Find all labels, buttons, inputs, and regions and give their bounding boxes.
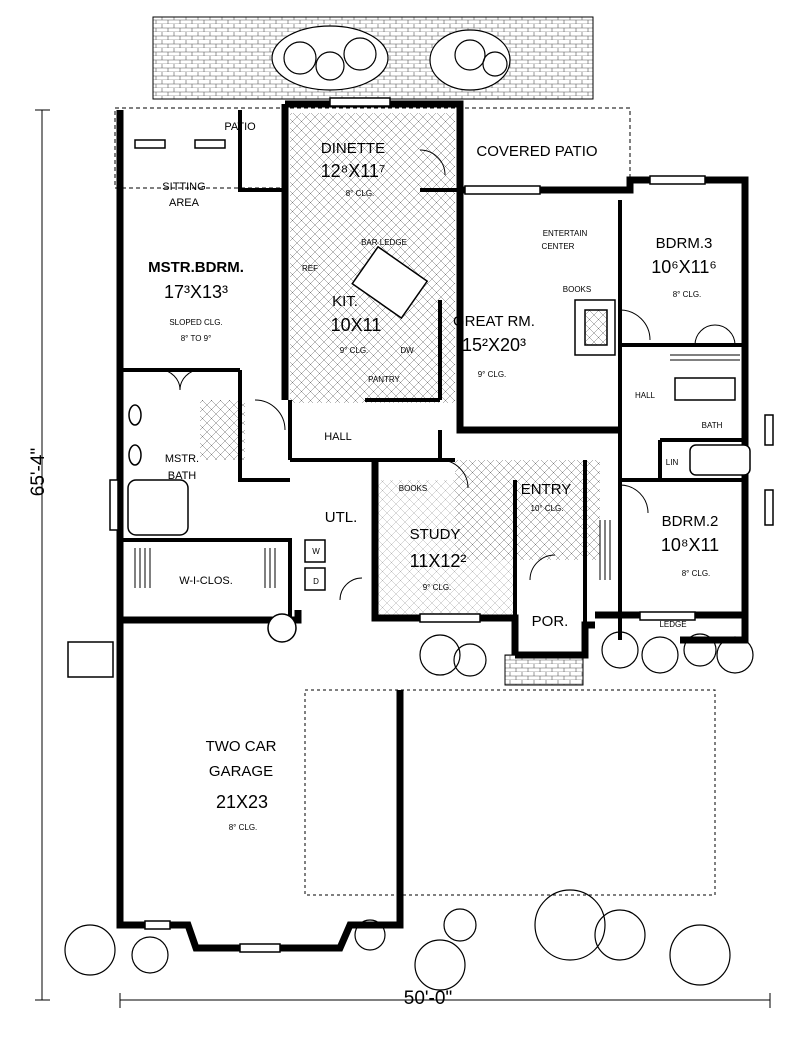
mstr-bath-tile [200,400,245,460]
washer-label: W [312,547,320,556]
lin-label: LIN [666,458,679,467]
windows [109,97,774,953]
washer [304,539,326,563]
bath-vanity [674,377,736,401]
ref-label: REF [302,264,318,273]
shrub-icon [271,25,511,91]
depth-dimension: 65'-4" [28,448,49,496]
dryer [304,567,326,591]
great-rm-size: 15²X20³ [462,335,526,355]
bar-ledge-label: BAR LEDGE [361,238,407,247]
toilet-icon [128,404,142,426]
study-tile [375,480,515,615]
entertain-center-label: ENTERTAIN [543,229,588,238]
covered-patio-label: COVERED PATIO [476,143,597,160]
hall-label: HALL [324,431,352,443]
mstr-bdrm-size: 17³X13³ [164,282,228,302]
utl-label: UTL. [325,509,358,526]
dryer-label: D [313,577,319,586]
books-label: BOOKS [399,484,427,493]
corner-tub [127,479,189,536]
garage-size: 21X23 [216,792,268,812]
kit-size: 10X11 [331,315,382,335]
dinette-name: DINETTE [321,140,385,157]
shrub-icon [64,631,754,991]
study-size: 11X12² [410,551,467,571]
stair-step [67,641,114,678]
kitchen-island [351,245,429,320]
great-rm-name: GREAT RM. [453,313,535,330]
great-rm-clg: 9° CLG. [478,370,507,379]
dinette-size: 12⁸X11⁷ [321,161,386,181]
bdrm2-name: BDRM.2 [662,513,719,530]
wiclos-label: W-I-CLOS. [179,575,233,587]
entry-name: ENTRY [521,481,572,498]
bath-label: BATH [702,421,723,430]
pantry-label: PANTRY [368,375,400,384]
ledge-label: LEDGE [659,620,686,629]
bdrm2-size: 10⁸X11 [661,535,719,555]
interior-walls [120,110,745,640]
hall-label: HALL [635,391,656,400]
bdrm3-name: BDRM.3 [656,235,713,252]
kit-name: KIT. [332,293,358,310]
por-label: POR. [532,613,569,630]
garage-clg: 8° CLG. [229,823,258,832]
bdrm2-clg: 8° CLG. [682,569,711,578]
garage-door-outline [304,689,716,896]
study-clg: 9° CLG. [423,583,452,592]
dimension-lines [35,109,771,1008]
study-name: STUDY [410,526,461,543]
mstr-bdrm-clg: 8° TO 9° [181,334,212,343]
entry-clg: 10° CLG. [531,504,564,513]
mstr-bath-label: BATH [168,470,197,482]
dinette-clg: 8° CLG. [346,189,375,198]
garage-name: TWO CAR [206,738,277,755]
sitting-area-label: AREA [169,197,200,209]
bdrm3-clg: 8° CLG. [673,290,702,299]
bdrm3-size: 10⁶X11⁶ [651,257,717,277]
doors [159,149,736,601]
books-label: BOOKS [563,285,591,294]
exterior-walls [116,100,749,952]
water-heater [267,613,297,643]
closet-shelves [134,354,740,588]
sitting-area-label: SITTING [162,181,205,193]
width-dimension: 50'-0" [404,988,452,1009]
entertain-center-label: CENTER [542,242,575,251]
fixtures [67,245,751,678]
porch-brick [504,654,584,686]
patio-label: PATIO [224,121,256,133]
mstr-bath-label: MSTR. [165,453,199,465]
mstr-bdrm-name: MSTR.BDRM. [148,259,244,276]
dw-label: DW [400,346,414,355]
bathtub [689,444,751,476]
garage-name: GARAGE [209,763,273,780]
mstr-bdrm-clg: SLOPED CLG. [169,318,222,327]
kit-clg: 9° CLG. [340,346,369,355]
